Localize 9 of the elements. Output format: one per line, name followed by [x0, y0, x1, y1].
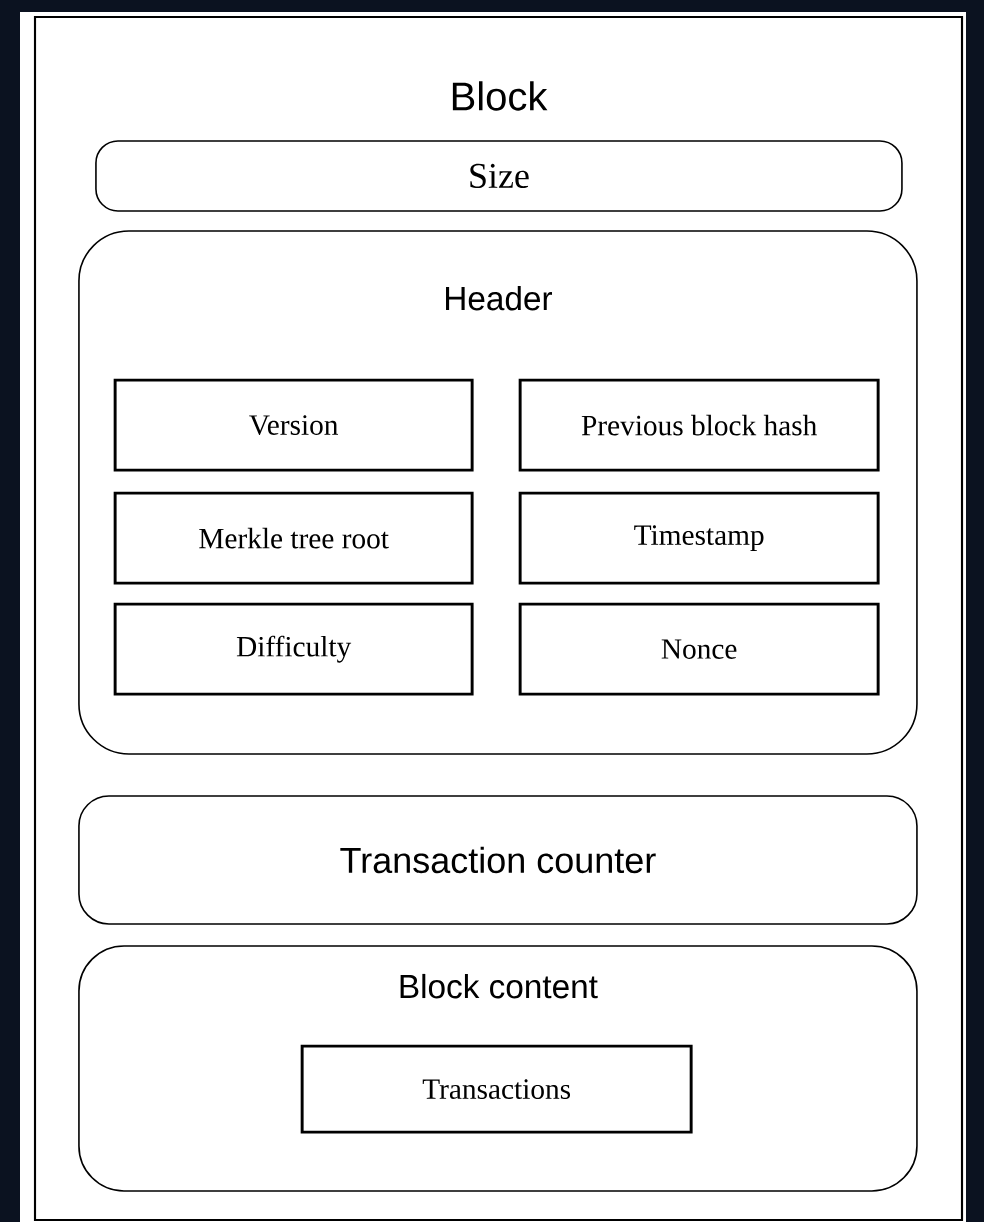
field-box: Nonce	[518, 602, 880, 696]
field-box: Previous block hash	[518, 378, 880, 472]
field-box: Timestamp	[518, 491, 880, 585]
field-band: Transaction counter	[78, 795, 918, 925]
field-box: Transactions	[300, 1044, 693, 1134]
field-box: Merkle tree root	[113, 491, 474, 585]
field-box: Difficulty	[113, 602, 474, 696]
field-band: Size	[95, 140, 903, 212]
field-box: Version	[113, 378, 474, 472]
